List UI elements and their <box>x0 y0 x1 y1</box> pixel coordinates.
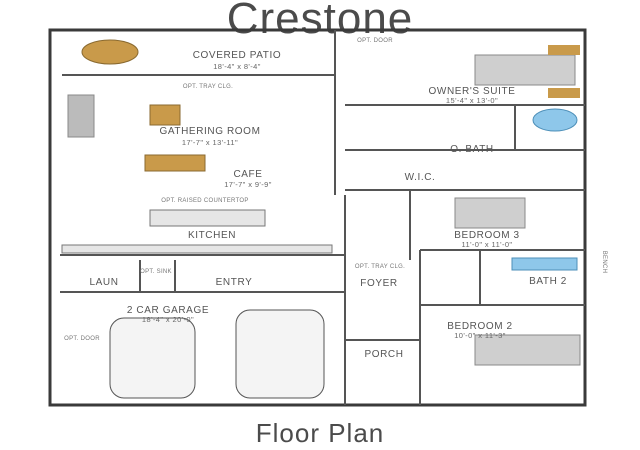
kitchen-island <box>149 209 266 227</box>
owners-suite-label: OWNER'S SUITE <box>429 86 516 97</box>
bedroom2-dims: 10'-0" x 11'-3" <box>454 331 506 340</box>
dining-table <box>144 154 206 172</box>
opt-sink-note: OPT. SINK <box>140 269 172 275</box>
covered-patio-label: COVERED PATIO <box>193 50 282 61</box>
gathering-room-label: GATHERING ROOM <box>160 126 261 137</box>
owners-tub <box>532 108 578 132</box>
plan-footer: Floor Plan <box>255 418 385 448</box>
opt-tray-clg-note: OPT. TRAY CLG. <box>183 84 233 90</box>
cafe-dims: 17'-7" x 9'-9" <box>224 180 272 189</box>
bath2-tub <box>511 257 578 271</box>
garage-car-left <box>109 317 196 399</box>
kitchen-counter <box>61 244 333 254</box>
opt-door-garage-note: OPT. DOOR <box>64 336 100 342</box>
entry-label: ENTRY <box>216 277 253 288</box>
garage-dims: 18'-4" x 20'-0" <box>142 315 194 324</box>
owners-suite-dims: 15'-4" x 13'-0" <box>446 96 498 105</box>
interior-walls <box>60 30 585 405</box>
bedroom2-bed <box>474 334 581 366</box>
plan-title: Crestone <box>226 0 414 43</box>
garage-label: 2 CAR GARAGE <box>127 305 209 316</box>
bedroom2-label: BEDROOM 2 <box>447 321 512 332</box>
sofa <box>67 94 95 138</box>
room-labels: COVERED PATIO 18'-4" x 8'-4" GATHERING R… <box>64 38 607 360</box>
garage-car-right <box>235 309 325 399</box>
opt-raised-countertop-note: OPT. RAISED COUNTERTOP <box>161 198 248 204</box>
exterior-walls <box>48 28 587 407</box>
owners-bed <box>474 54 576 86</box>
covered-patio-dims: 18'-4" x 8'-4" <box>213 62 261 71</box>
bedroom3-dims: 11'-0" x 11'-0" <box>461 240 512 249</box>
o-bath-label: O. BATH <box>450 144 493 155</box>
foyer-label: FOYER <box>360 278 397 289</box>
laun-label: LAUN <box>89 277 118 288</box>
kitchen-label: KITCHEN <box>188 230 236 241</box>
patio-table <box>81 39 139 65</box>
bench-note: BENCH <box>601 251 607 274</box>
coffee-table <box>149 104 181 126</box>
cafe-label: CAFE <box>233 169 262 180</box>
opt-door-note: OPT. DOOR <box>357 38 393 44</box>
porch-label: PORCH <box>364 349 403 360</box>
bath2-label: BATH 2 <box>529 276 567 287</box>
gathering-room-dims: 17'-7" x 13'-11" <box>182 138 238 147</box>
bedroom3-label: BEDROOM 3 <box>454 230 519 241</box>
bedroom3-bed <box>454 197 526 229</box>
nightstand <box>548 88 580 98</box>
wic-label: W.I.C. <box>405 172 436 183</box>
opt-tray-clg-foyer-note: OPT. TRAY CLG. <box>355 264 405 270</box>
nightstand <box>548 45 580 55</box>
